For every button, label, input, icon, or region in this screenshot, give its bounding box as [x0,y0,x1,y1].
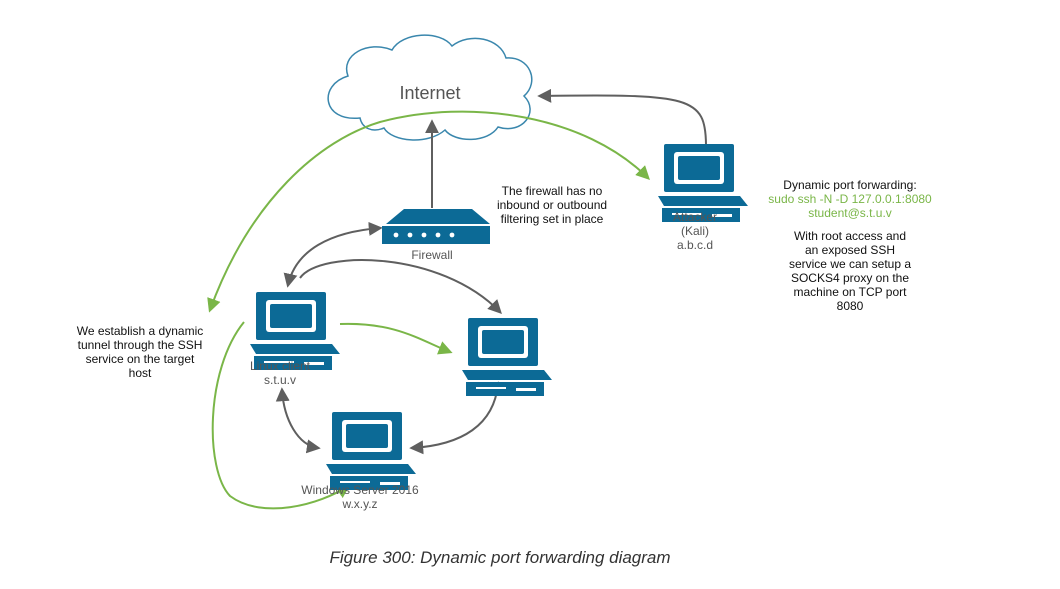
root-access-note: With root access and an exposed SSH serv… [788,229,912,313]
dynamic-forwarding-note: Dynamic port forwarding: sudo ssh -N -D … [768,178,932,220]
firewall-device [382,209,490,244]
internet-cloud [327,34,533,141]
server-windows-arrow [409,381,504,455]
windows-server-computer [326,412,416,490]
linux-server-arrow [299,259,502,315]
attacker-label: Attacker (Kali) a.b.c.d [672,210,717,252]
internet-label: Internet [399,83,461,103]
tunnel-note: We establish a dynamic tunnel through th… [76,324,204,380]
linux-windows-arrow [275,387,321,454]
firewall-note: The firewall has no inbound or outbound … [496,184,608,226]
firewall-label: Firewall [411,248,453,262]
figure-caption: Figure 300: Dynamic port forwarding diag… [329,548,671,567]
windows-server-label: Windows Server 2016 w.x.y.z [301,483,419,511]
target-server-computer [462,318,552,396]
tunnel-linux-server-arrow [339,322,453,355]
attacker-to-internet-arrow [537,88,707,147]
tunnel-internet-attacker-arrow [207,110,650,313]
tunnel-loop-arrow [211,321,351,510]
linux-client-label: Linux client s.t.u.v [249,359,311,387]
